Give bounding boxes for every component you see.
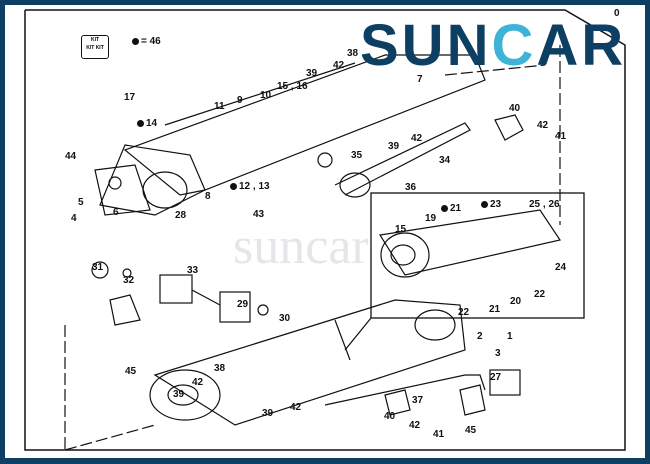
inset-callout: 23 [481,200,501,210]
inset-callout: 24 [555,262,567,273]
callout: 0 [614,8,620,19]
callout: 31 [92,262,104,273]
callout: 39 [388,141,400,152]
callout: 35 [351,150,363,161]
inset-callout: 21 [441,204,461,214]
callout: 7 [417,74,423,85]
callout: 40 [384,411,396,422]
callout: 32 [123,275,135,286]
callout: 42 [192,377,204,388]
exploded-cylinder-drawing [24,9,626,451]
suncar-logo: SUNCAR [360,13,627,78]
callout: 33 [187,265,199,276]
inset-callout: 20 [510,296,522,307]
callout: 41 [433,429,445,440]
callout: 10 [260,90,272,101]
callout: 15 , 16 [277,81,308,92]
callout: 14 [137,119,157,129]
callout: 39 [306,68,318,79]
callout: 28 [175,210,187,221]
callout: 45 [125,366,137,377]
watermark: suncar [233,218,369,275]
callout: 42 [290,402,302,413]
callout: 8 [205,191,211,202]
callout: 36 [405,182,417,193]
kit-legend: = 46 [132,37,161,47]
callout: 2 [477,331,483,342]
callout: 42 [333,60,345,71]
callout: 11 [214,101,225,112]
callout: 30 [279,313,291,324]
callout: 40 [509,103,521,114]
inset-callout: 22 [458,307,470,318]
callout: 5 [78,197,84,208]
kit-dot-icon [132,37,139,45]
callout: 27 [490,372,502,383]
callout: 9 [237,95,243,106]
inset-callout: 21 [489,304,501,315]
callout: 38 [214,363,226,374]
callout: 43 [253,209,265,220]
callout: 37 [412,395,424,406]
callout: 42 [537,120,549,131]
callout: 6 [113,207,119,218]
callout: 34 [439,155,451,166]
inset-callout: 22 [534,289,546,300]
callout: 42 [411,133,423,144]
callout: 39 [173,389,185,400]
callout: 1 [507,331,513,342]
callout: 4 [71,213,77,224]
callout: 41 [555,131,567,142]
inset-callout: 25 , 26 [529,199,560,210]
callout: 44 [65,151,77,162]
callout: 12 , 13 [230,182,270,192]
callout: 17 [124,92,136,103]
callout: 38 [347,48,359,59]
inset-callout: 15 [395,224,407,235]
callout: 29 [237,299,249,310]
callout: 45 [465,425,477,436]
callout: 3 [495,348,501,359]
callout: 39 [262,408,274,419]
callout: 42 [409,420,421,431]
inset-callout: 19 [425,213,437,224]
